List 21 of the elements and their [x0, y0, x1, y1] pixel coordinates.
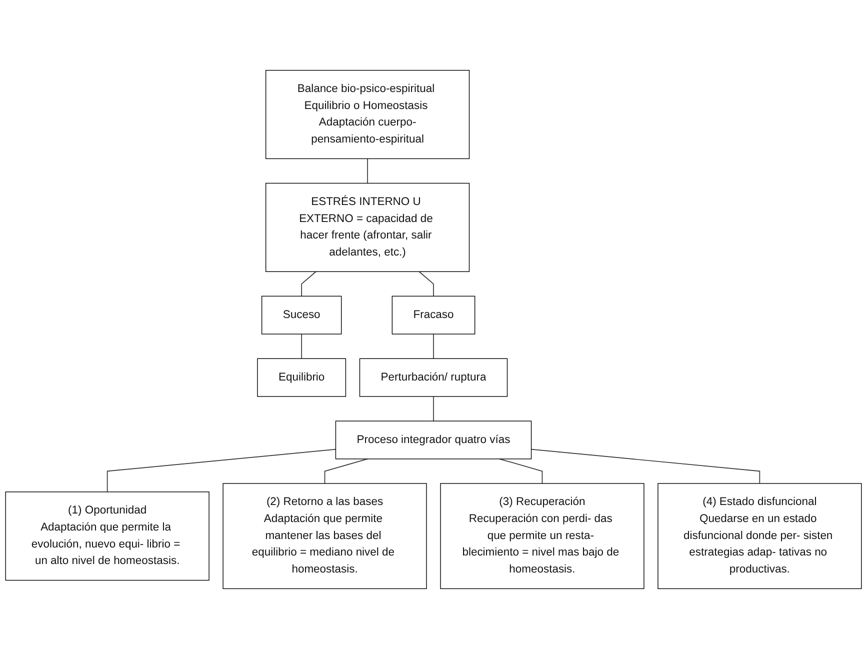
connector: [530, 448, 760, 484]
node-box: (2) Retorno a las bases Adaptación que permite mantener las bases del equilibrio = mediano nivel de homeostasis.: [222, 483, 427, 590]
node-box: Proceso integrador quatro vías: [335, 420, 532, 460]
connector: [106, 448, 336, 492]
connector: [324, 458, 368, 484]
connector: [433, 334, 434, 360]
connector: [367, 158, 368, 184]
node-box: Fracaso: [392, 296, 476, 334]
connector: [301, 271, 316, 297]
node-box: ESTRÉS INTERNO U EXTERNO = capacidad de hacer frente (afrontar, salir adelantes, etc.): [265, 182, 470, 272]
connector: [301, 334, 302, 360]
node-box: Equilibrio: [257, 358, 346, 397]
node-box: Balance bio-psico-espiritual Equilibrio o Homeostasis Adaptación cuerpo-pensamiento-espiritual: [265, 70, 470, 160]
connector: [433, 396, 434, 422]
node-box: (3) Recuperación Recuperación con perdi- das que permite un resta- blecimiento = nivel mas bajo de homeostasis.: [440, 483, 644, 590]
connector: [499, 458, 543, 484]
connector: [418, 271, 434, 297]
node-box: Suceso: [261, 296, 342, 334]
node-box: Perturbación/ ruptura: [359, 358, 508, 397]
node-box: (4) Estado disfuncional Quedarse en un estado disfuncional donde per- sisten estrategias adap- tativas no productivas.: [658, 483, 862, 590]
node-box: (1) Oportunidad Adaptación que permite la evolución, nuevo equi- librio = un alto nivel de homeostasis.: [5, 492, 210, 581]
